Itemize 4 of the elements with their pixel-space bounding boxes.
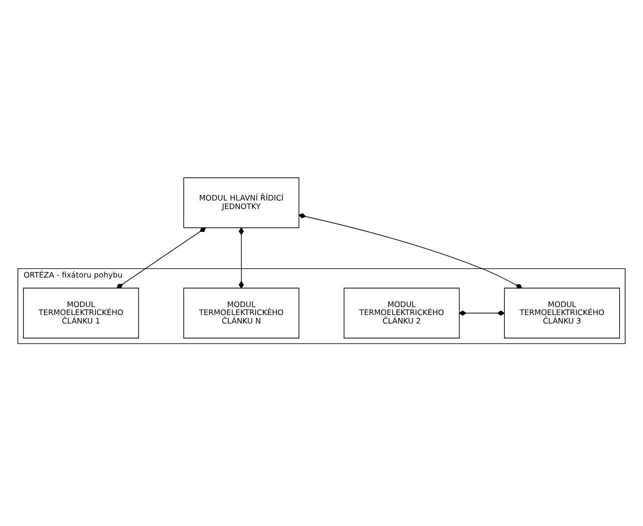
connector — [238, 226, 244, 288]
connector — [298, 212, 522, 288]
connector — [458, 310, 505, 316]
connector — [116, 226, 206, 288]
